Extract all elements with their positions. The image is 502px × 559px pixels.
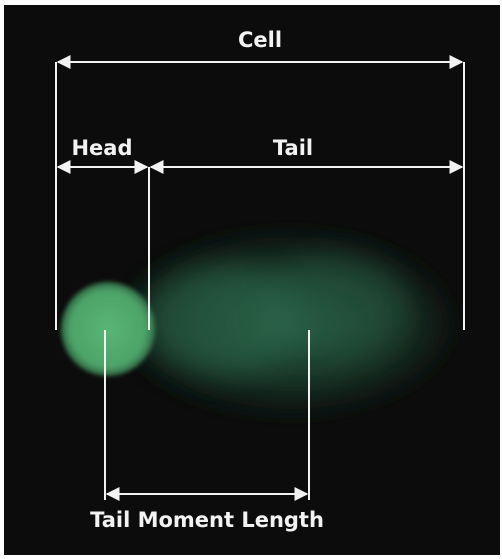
cell-label: Cell xyxy=(238,28,282,52)
tail-label: Tail xyxy=(273,136,313,160)
tail-moment-length-label: Tail Moment Length xyxy=(90,508,324,532)
head-label: Head xyxy=(71,136,132,160)
comet-assay-panel: Cell Head Tail Tail Moment Length xyxy=(4,5,500,555)
comet-assay-diagram: Cell Head Tail Tail Moment Length xyxy=(4,5,500,555)
tail-measurement: Tail xyxy=(151,136,462,167)
comet-head xyxy=(61,282,155,376)
